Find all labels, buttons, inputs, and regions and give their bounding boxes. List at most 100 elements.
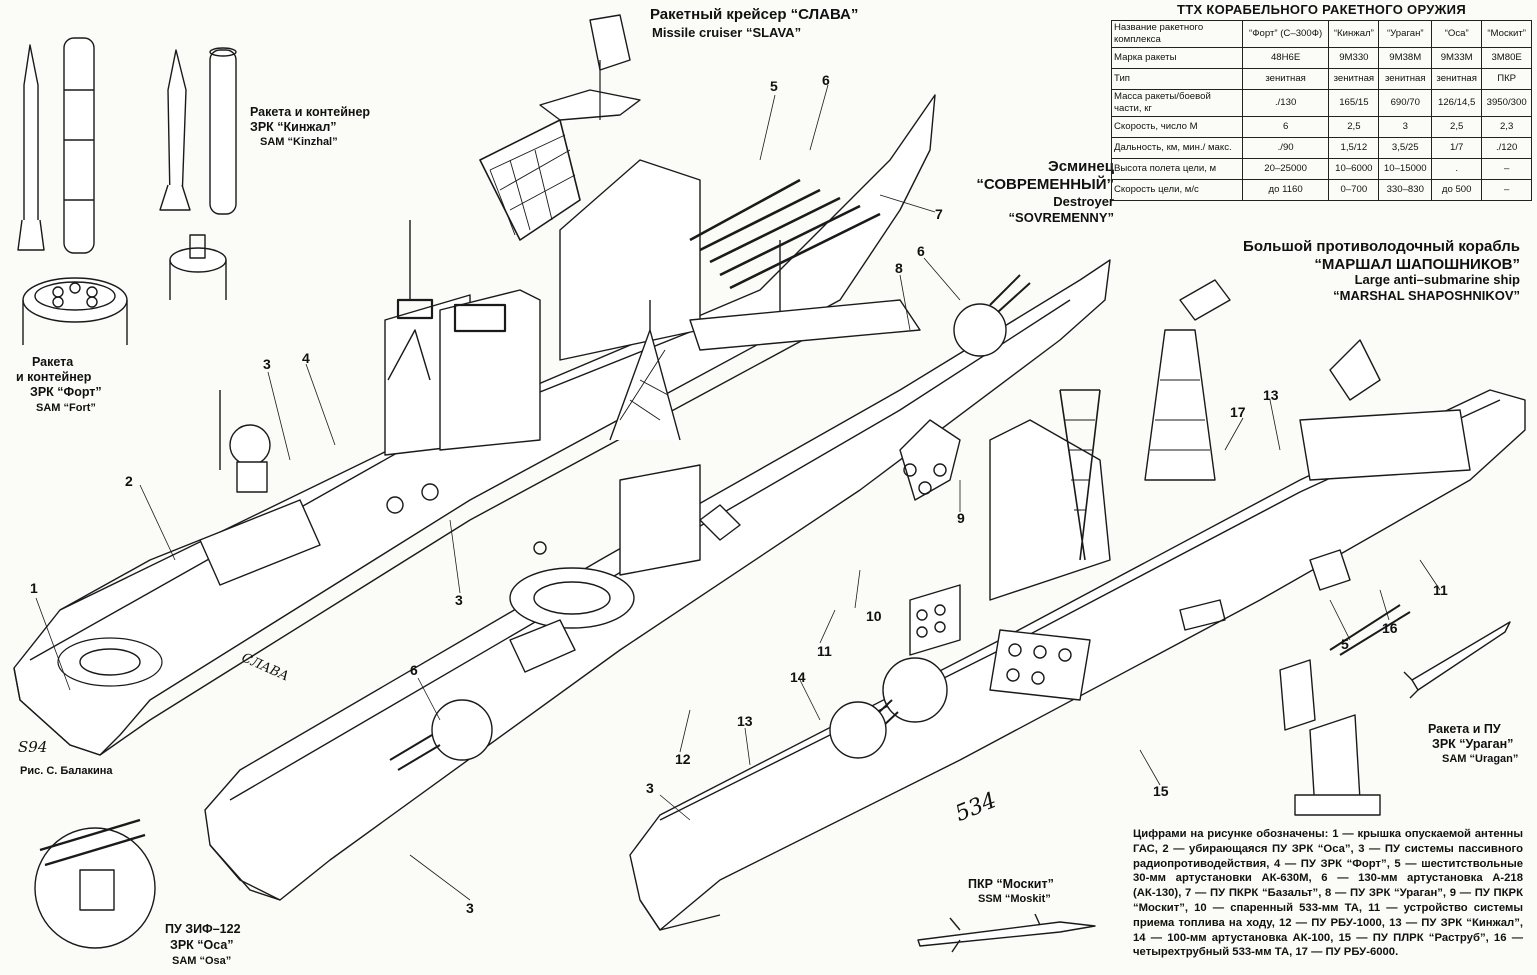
ttx-table-title: ТТХ КОРАБЕЛЬНОГО РАКЕТНОГО ОРУЖИЯ bbox=[1177, 2, 1466, 17]
ttx-table: Название ракетного комплекса “Форт” (С–3… bbox=[1111, 20, 1532, 201]
callout-number: 9 bbox=[957, 510, 965, 526]
osa-caption-ru-2: ЗРК “Оса” bbox=[170, 938, 234, 952]
table-cell: 3,5/25 bbox=[1378, 137, 1433, 159]
table-cell: 9М33М bbox=[1431, 47, 1483, 69]
callout-number: 5 bbox=[770, 78, 778, 94]
fort-caption-ru-3: ЗРК “Форт” bbox=[30, 385, 102, 399]
callout-number: 6 bbox=[917, 243, 925, 259]
uragan-caption-en: SAM “Uragan” bbox=[1442, 753, 1519, 765]
uragan-caption-ru-1: Ракета и ПУ bbox=[1428, 722, 1501, 736]
table-cell: зенитная bbox=[1378, 68, 1433, 90]
callout-number: 14 bbox=[790, 669, 806, 685]
table-row: Масса ракеты/боевой части, кг ./130 165/… bbox=[1111, 89, 1532, 117]
callout-number: 3 bbox=[466, 900, 474, 916]
callout-number: 11 bbox=[1433, 582, 1448, 598]
slava-title-en: Missile cruiser “SLAVA” bbox=[652, 25, 802, 40]
callout-number: 3 bbox=[455, 592, 463, 608]
kinzhal-caption-ru-2: ЗРК “Кинжал” bbox=[250, 120, 337, 134]
table-cell: 0–700 bbox=[1328, 179, 1380, 201]
column-header: “Кинжал” bbox=[1328, 20, 1380, 48]
shaposhnikov-ship bbox=[629, 279, 1526, 931]
table-cell: Масса ракеты/боевой части, кг bbox=[1111, 89, 1243, 117]
fort-caption-ru-2: и контейнер bbox=[16, 370, 92, 384]
shaposhnikov-title-ru-2: “МАРШАЛ ШАПОШНИКОВ” bbox=[1314, 256, 1520, 273]
callout-number: 11 bbox=[817, 643, 832, 659]
table-cell: ./130 bbox=[1241, 89, 1330, 117]
table-cell: 690/70 bbox=[1378, 89, 1433, 117]
table-cell: 330–830 bbox=[1378, 179, 1433, 201]
ttx-table-block: ТТХ КОРАБЕЛЬНОГО РАКЕТНОГО ОРУЖИЯ Назван… bbox=[1111, 2, 1532, 201]
osa-caption-ru-1: ПУ ЗИФ–122 bbox=[165, 922, 241, 936]
slava-title-ru: Ракетный крейсер “СЛАВА” bbox=[650, 6, 859, 23]
table-row: Скорость цели, м/с до 1160 0–700 330–830… bbox=[1111, 179, 1532, 201]
table-cell: ./90 bbox=[1241, 137, 1330, 159]
shaposhnikov-title-en-2: “MARSHAL SHAPOSHNIKOV” bbox=[1333, 288, 1520, 303]
sovremenny-title-en-1: Destroyer bbox=[1053, 194, 1114, 209]
uragan-caption-ru-2: ЗРК “Ураган” bbox=[1432, 737, 1514, 751]
table-cell: 1,5/12 bbox=[1328, 137, 1380, 159]
callout-number: 6 bbox=[822, 72, 830, 88]
callout-number: 7 bbox=[935, 206, 943, 222]
column-header: “Форт” (С–300Ф) bbox=[1241, 20, 1330, 48]
table-cell: зенитная bbox=[1328, 68, 1380, 90]
shaposhnikov-title-ru-1: Большой противолодочный корабль bbox=[1243, 238, 1520, 255]
column-header: “Оса” bbox=[1431, 20, 1483, 48]
callout-number: 16 bbox=[1382, 620, 1398, 636]
callout-leader-lines bbox=[35, 84, 1441, 901]
table-cell: до 500 bbox=[1431, 179, 1483, 201]
column-header: “Москит” bbox=[1481, 20, 1532, 48]
sovremenny-title-en-2: “SOVREMENNY” bbox=[1008, 210, 1114, 225]
table-row: Тип зенитная зенитная зенитная зенитная … bbox=[1111, 68, 1532, 90]
table-cell: 1/7 bbox=[1431, 137, 1483, 159]
table-cell: до 1160 bbox=[1241, 179, 1330, 201]
kinzhal-caption-en: SAM “Kinzhal” bbox=[260, 136, 338, 148]
table-cell: Скорость цели, м/с bbox=[1111, 179, 1243, 201]
table-cell: Дальность, км, мин./ макс. bbox=[1111, 137, 1243, 159]
table-row: Высота полета цели, м 20–25000 10–6000 1… bbox=[1111, 158, 1532, 180]
callout-number: 3 bbox=[646, 780, 654, 796]
callout-number: 13 bbox=[1263, 387, 1279, 403]
callout-number: 12 bbox=[675, 751, 691, 767]
table-cell: 9М330 bbox=[1328, 47, 1380, 69]
table-cell: 10–6000 bbox=[1328, 158, 1380, 180]
callout-number: 4 bbox=[302, 350, 310, 366]
table-cell: 2,5 bbox=[1431, 116, 1483, 138]
table-cell: . bbox=[1431, 158, 1483, 180]
shaposhnikov-title-en-1: Large anti–submarine ship bbox=[1354, 272, 1520, 287]
legend-text: Цифрами на рисунке обозначены: 1 — крышк… bbox=[1133, 828, 1523, 959]
table-cell: Высота полета цели, м bbox=[1111, 158, 1243, 180]
table-row: Скорость, число М 6 2,5 3 2,5 2,3 bbox=[1111, 116, 1532, 138]
table-cell: Скорость, число М bbox=[1111, 116, 1243, 138]
table-cell: 3М80Е bbox=[1481, 47, 1532, 69]
table-cell: 2,5 bbox=[1328, 116, 1380, 138]
table-cell: 9М38М bbox=[1378, 47, 1433, 69]
table-cell: 20–25000 bbox=[1241, 158, 1330, 180]
table-cell: 3 bbox=[1378, 116, 1433, 138]
sovremenny-title-ru-1: Эсминец bbox=[1048, 158, 1114, 175]
table-cell: 6 bbox=[1241, 116, 1330, 138]
fort-missile-inset bbox=[17, 37, 128, 345]
callout-number: 2 bbox=[125, 473, 133, 489]
artist-signature: S94 bbox=[18, 738, 48, 756]
sovremenny-destroyer bbox=[204, 240, 1111, 901]
callout-number: 15 bbox=[1153, 783, 1169, 799]
kinzhal-missile-inset bbox=[159, 47, 237, 300]
column-header: “Ураган” bbox=[1378, 20, 1433, 48]
uragan-launcher-inset bbox=[1279, 604, 1511, 816]
table-row: Марка ракеты 48Н6Е 9М330 9М38М 9М33М 3М8… bbox=[1111, 47, 1532, 69]
fort-caption-ru-1: Ракета bbox=[32, 355, 74, 369]
callout-number: 17 bbox=[1230, 404, 1246, 420]
fort-caption-en: SAM “Fort” bbox=[36, 402, 96, 414]
artist-credit: Рис. С. Балакина bbox=[20, 765, 113, 777]
moskit-caption-ru: ПКР “Москит” bbox=[968, 877, 1054, 891]
table-cell: ./120 bbox=[1481, 137, 1532, 159]
table-cell: – bbox=[1481, 158, 1532, 180]
callout-number: 5 bbox=[1341, 636, 1349, 652]
table-cell: – bbox=[1481, 179, 1532, 201]
table-cell: зенитная bbox=[1431, 68, 1483, 90]
table-row: Дальность, км, мин./ макс. ./90 1,5/12 3… bbox=[1111, 137, 1532, 159]
callout-number: 6 bbox=[410, 662, 418, 678]
table-cell: 165/15 bbox=[1328, 89, 1380, 117]
table-cell: Тип bbox=[1111, 68, 1243, 90]
